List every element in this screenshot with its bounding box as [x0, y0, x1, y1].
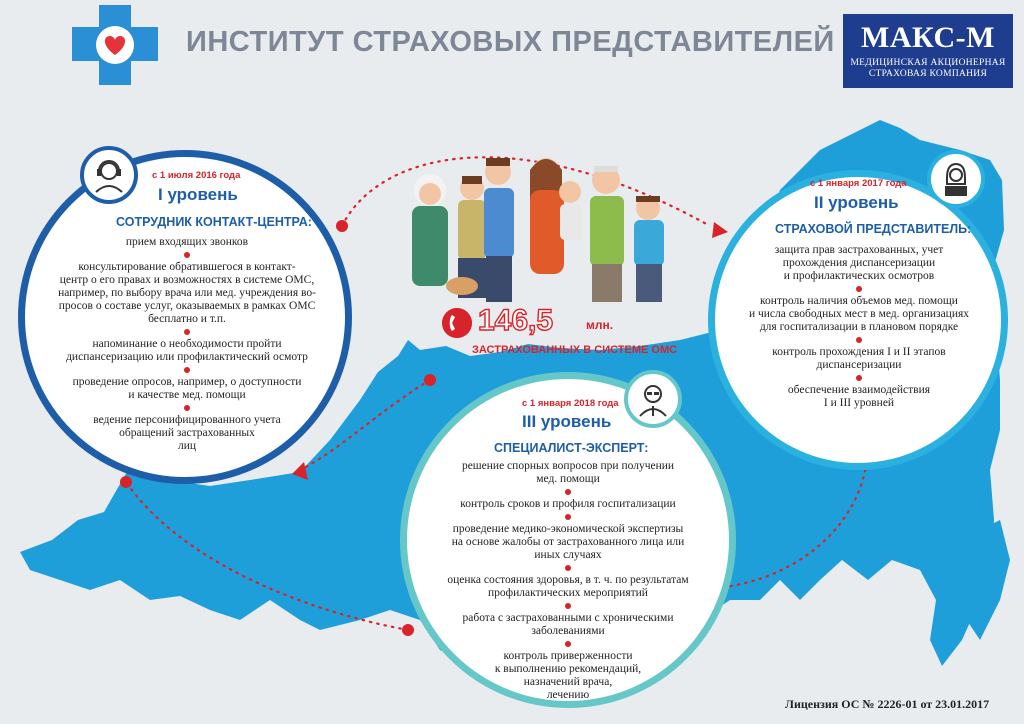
- phone-icon: [442, 308, 472, 338]
- duty-item: проведение опросов, например, о доступно…: [52, 367, 322, 402]
- duty-line: напоминание о необходимости пройти: [92, 338, 282, 350]
- duty-line: диспансеризацию или профилактический осм…: [66, 351, 308, 363]
- level1-title: I уровень: [158, 185, 238, 204]
- duty-line: консультирование обратившегося в контакт…: [78, 261, 296, 273]
- duty-line: работа с застрахованными с хроническими: [462, 612, 674, 624]
- level1-duties: прием входящих звонков консультирование о…: [52, 236, 322, 453]
- brand-name: МАКС-М: [861, 21, 995, 54]
- duty-item: контроль сроков и профиля госпитализации: [418, 489, 718, 511]
- heart-cross-icon: [72, 5, 158, 85]
- duty-line: ведение персонифицированного учета: [93, 414, 281, 426]
- duty-line: обращений застрахованных: [119, 427, 255, 439]
- duty-item: оценка состояния здоровья, в т. ч. по ре…: [418, 565, 718, 600]
- duty-line: прохождения диспансеризации: [782, 257, 936, 269]
- level1-avatar: [80, 146, 138, 204]
- duty-line: обеспечение взаимодействия: [787, 384, 931, 396]
- stat-value: 146,5: [477, 303, 554, 337]
- duty-line: контроль наличия объемов мед. помощи: [760, 295, 958, 307]
- level3-role: СПЕЦИАЛИСТ-ЭКСПЕРТ:: [494, 441, 649, 455]
- level2-role: СТРАХОВОЙ ПРЕДСТАВИТЕЛЬ:: [775, 222, 972, 236]
- level3-date: с 1 января 2018 года: [522, 398, 619, 409]
- duty-line: бесплатно и т.п.: [148, 313, 226, 325]
- family-illustration: [412, 158, 664, 302]
- bald-doctor-icon: [639, 385, 667, 417]
- duty-line: иных случаях: [534, 549, 602, 561]
- duty-item: прием входящих звонков: [52, 236, 322, 249]
- level3-avatar: [624, 370, 682, 428]
- duty-line: к выполнению рекомендаций,: [494, 663, 642, 675]
- level2-title: II уровень: [814, 193, 899, 212]
- duty-line: и качестве мед. помощи: [128, 389, 246, 401]
- duty-line: прием входящих звонков: [125, 236, 249, 248]
- license-text: Лицензия ОС № 2226-01 от 23.01.2017: [785, 697, 990, 711]
- duty-line: оценка состояния здоровья, в т. ч. по ре…: [447, 574, 689, 586]
- woman-laptop-icon: [945, 162, 967, 196]
- duty-line: лиц: [177, 440, 197, 452]
- duty-line: и профилактических осмотров: [783, 270, 935, 282]
- stat-label: ЗАСТРАХОВАННЫХ В СИСТЕМЕ ОМС: [472, 344, 678, 356]
- duty-line: для госпитализации в плановом порядке: [759, 321, 959, 333]
- duty-line: контроль сроков и профиля госпитализации: [460, 498, 676, 510]
- duty-line: проведение опросов, например, о доступно…: [72, 376, 302, 388]
- duty-line: I и III уровней: [823, 397, 895, 409]
- page-title: ИНСТИТУТ СТРАХОВЫХ ПРЕДСТАВИТЕЛЕЙ: [186, 26, 835, 58]
- duty-line: лечению: [546, 689, 590, 701]
- brand-subtitle-2: СТРАХОВАЯ КОМПАНИЯ: [868, 69, 988, 79]
- duty-line: просов о составе услуг, оказываемых в ра…: [58, 300, 316, 312]
- level1-role: СОТРУДНИК КОНТАКТ-ЦЕНТРА:: [116, 215, 312, 229]
- duty-line: контроль прохождения I и II этапов: [772, 346, 946, 358]
- level3-title: III уровень: [522, 412, 612, 431]
- duty-item: проведение медико-экономической эксперти…: [418, 514, 718, 562]
- duty-line: мед. помощи: [536, 473, 600, 485]
- duty-line: и числа свободных мест в мед. организаци…: [748, 308, 970, 320]
- duty-line: защита прав застрахованных, учет: [774, 244, 944, 256]
- duty-line: заболеваниями: [531, 625, 605, 637]
- duty-line: контроль приверженности: [503, 650, 633, 662]
- duty-line: решение спорных вопросов при получении: [461, 460, 675, 472]
- duty-line: на основе жалобы от застрахованного лица…: [451, 536, 685, 548]
- duty-item: консультирование обратившегося в контакт…: [52, 252, 322, 326]
- brand-subtitle-1: МЕДИЦИНСКАЯ АКЦИОНЕРНАЯ: [850, 58, 1006, 68]
- level2-date: с 1 января 2017 года: [810, 178, 907, 189]
- stat-unit: млн.: [586, 318, 614, 332]
- level1-date: с 1 июля 2016 года: [152, 170, 241, 181]
- duty-line: например, по выбору врача или мед. учреж…: [58, 287, 316, 299]
- duty-line: профилактических мероприятий: [488, 587, 648, 599]
- headset-operator-icon: [95, 160, 123, 193]
- duty-line: диспансеризации: [816, 359, 902, 371]
- duty-line: центр о его правах и возможностях в сист…: [59, 274, 315, 286]
- level2-avatar: [927, 150, 985, 208]
- brand-logo: МАКС-М МЕДИЦИНСКАЯ АКЦИОНЕРНАЯ СТРАХОВАЯ…: [843, 14, 1013, 88]
- duty-line: назначений врача,: [523, 676, 613, 688]
- duty-line: проведение медико-экономической эксперти…: [452, 523, 684, 535]
